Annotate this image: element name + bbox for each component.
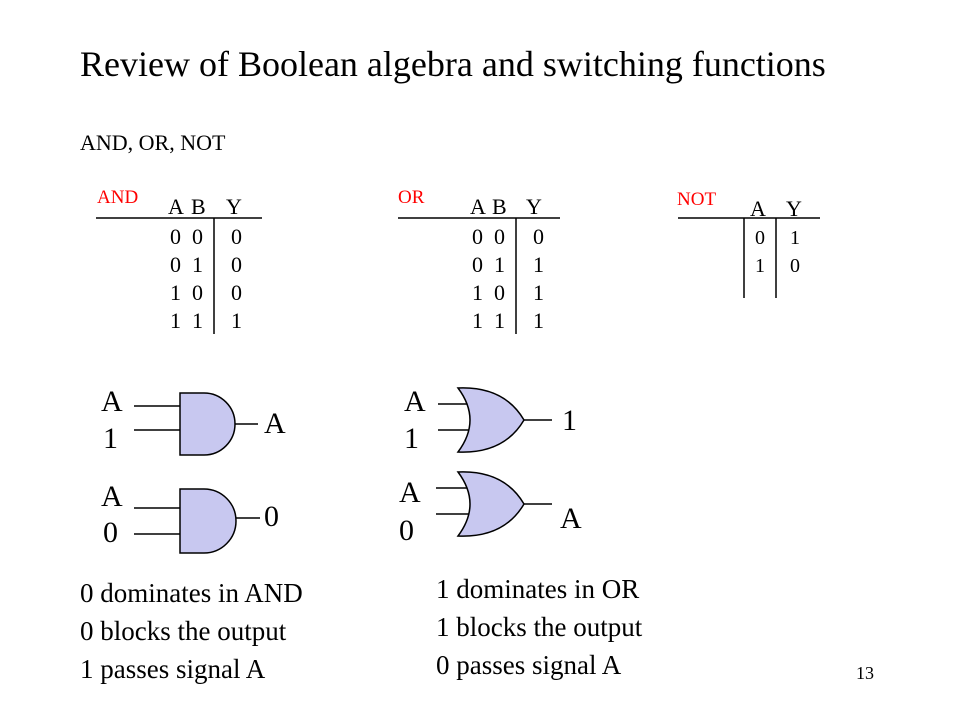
or-note-line-2: 1 blocks the output: [436, 612, 643, 642]
and-gate-1-output: A: [264, 407, 286, 440]
not-table-label: NOT: [677, 189, 717, 210]
or-cell: 1: [494, 308, 505, 333]
and-cell: 1: [170, 280, 181, 305]
and-cell: 0: [231, 252, 242, 277]
and-cell: 0: [192, 280, 203, 305]
and-gate-2: [134, 488, 260, 554]
not-cell: 1: [755, 255, 765, 277]
and-note-line-2: 0 blocks the output: [80, 616, 287, 646]
and-cell: 0: [170, 252, 181, 277]
or-cell: 1: [472, 308, 483, 333]
and-note-line-1: 0 dominates in AND: [80, 578, 303, 608]
or-cell: 1: [494, 252, 505, 277]
or-note-line-1: 1 dominates in OR: [436, 574, 640, 604]
or-cell: 0: [472, 252, 483, 277]
not-header-y: Y: [786, 196, 802, 221]
and-gate-1-input-a: A: [101, 385, 123, 418]
or-gate-1-input-b: 1: [404, 422, 419, 455]
and-cell: 0: [192, 224, 203, 249]
and-cell: 0: [231, 224, 242, 249]
slide-title: Review of Boolean algebra and switching …: [80, 44, 826, 84]
and-gate-2-output: 0: [264, 500, 279, 533]
or-cell: 0: [494, 280, 505, 305]
page-number: 13: [856, 663, 874, 683]
or-gate-1-input-a: A: [404, 385, 426, 418]
or-cell: 1: [533, 252, 544, 277]
and-note-line-3: 1 passes signal A: [80, 654, 266, 684]
and-header-a: A: [168, 194, 184, 219]
or-note-line-3: 0 passes signal A: [436, 650, 622, 680]
not-cell: 1: [790, 227, 800, 249]
or-gate-1-output: 1: [562, 404, 577, 437]
or-gate-2-output: A: [560, 502, 582, 535]
not-header-a: A: [750, 196, 766, 221]
or-header-y: Y: [526, 194, 542, 219]
or-header-b: B: [492, 194, 507, 219]
and-cell: 0: [170, 224, 181, 249]
not-cell: 0: [755, 227, 765, 249]
and-gate-2-input-b: 0: [103, 516, 118, 549]
and-gate-2-input-a: A: [101, 480, 123, 513]
or-table-label: OR: [398, 187, 425, 208]
and-gate-1-input-b: 1: [103, 422, 118, 455]
and-cell: 1: [231, 308, 242, 333]
and-table-label: AND: [97, 187, 139, 208]
or-cell: 0: [533, 224, 544, 249]
or-gate-2-input-a: A: [399, 476, 421, 509]
and-header-b: B: [191, 194, 206, 219]
or-cell: 0: [472, 224, 483, 249]
and-header-y: Y: [226, 194, 242, 219]
and-cell: 1: [170, 308, 181, 333]
and-gate-1: [134, 392, 258, 456]
or-cell: 1: [533, 280, 544, 305]
and-cell: 0: [231, 280, 242, 305]
and-cell: 1: [192, 308, 203, 333]
or-gate-2: [436, 471, 552, 537]
not-cell: 0: [790, 255, 800, 277]
or-cell: 1: [472, 280, 483, 305]
slide-subtitle: AND, OR, NOT: [80, 130, 226, 155]
or-gate-1: [438, 387, 552, 453]
or-header-a: A: [470, 194, 486, 219]
or-cell: 0: [494, 224, 505, 249]
and-cell: 1: [192, 252, 203, 277]
or-cell: 1: [533, 308, 544, 333]
or-gate-2-input-b: 0: [399, 514, 414, 547]
